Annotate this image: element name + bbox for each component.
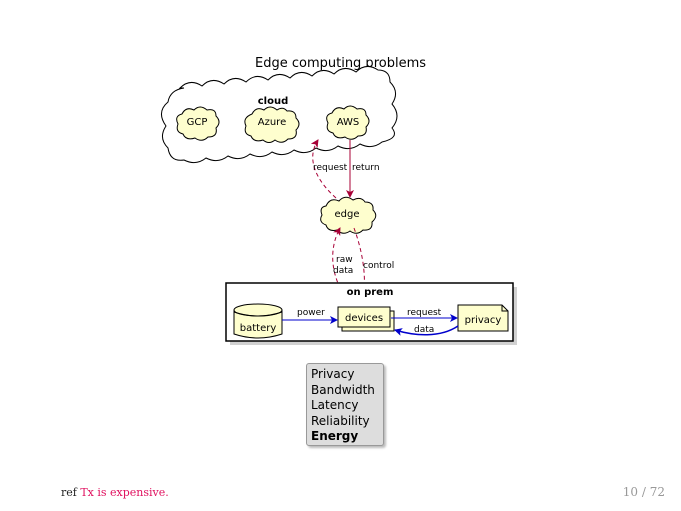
return-label: return: [352, 163, 380, 173]
raw-label: raw: [336, 255, 353, 265]
footer-ref-prefix: ref: [61, 486, 77, 499]
battery-label: battery: [240, 323, 277, 334]
legend-box: Privacy Bandwidth Latency Reliability En…: [306, 363, 384, 446]
devices-label: devices: [345, 313, 383, 324]
azure-node: Azure: [244, 106, 300, 143]
edge-label: edge: [335, 209, 360, 220]
diagram-title: Edge computing problems: [255, 56, 426, 71]
battery-node: battery: [233, 303, 283, 339]
data-local-label: data: [414, 325, 434, 335]
aws-label: AWS: [337, 117, 360, 128]
devices-node: devices: [337, 306, 395, 332]
data-local-arrow: [394, 325, 459, 336]
privacy-node: privacy: [457, 304, 509, 332]
legend-item-bandwidth: Bandwidth: [311, 382, 375, 397]
request-local-label: request: [407, 308, 442, 318]
control-label: control: [363, 261, 394, 271]
raw-data-label: data: [333, 266, 353, 276]
page-number: 10 / 72: [622, 485, 665, 499]
footer-ref-link[interactable]: Tx is expensive.: [80, 486, 169, 499]
on-prem-label: on prem: [347, 287, 394, 298]
request-label: request: [313, 163, 348, 173]
azure-label: Azure: [258, 117, 286, 128]
power-label: power: [297, 308, 325, 318]
aws-node: AWS: [326, 105, 370, 140]
footer-reference: ref Tx is expensive.: [61, 486, 169, 499]
gcp-node: GCP: [176, 106, 220, 141]
legend-item-reliability: Reliability: [311, 413, 370, 428]
legend-item-privacy: Privacy: [311, 367, 355, 381]
privacy-label: privacy: [465, 315, 502, 326]
legend-item-latency: Latency: [311, 398, 359, 412]
gcp-label: GCP: [187, 117, 208, 128]
cloud-label: cloud: [258, 96, 289, 107]
edge-node: edge: [320, 196, 377, 234]
legend-item-energy: Energy: [311, 429, 359, 443]
